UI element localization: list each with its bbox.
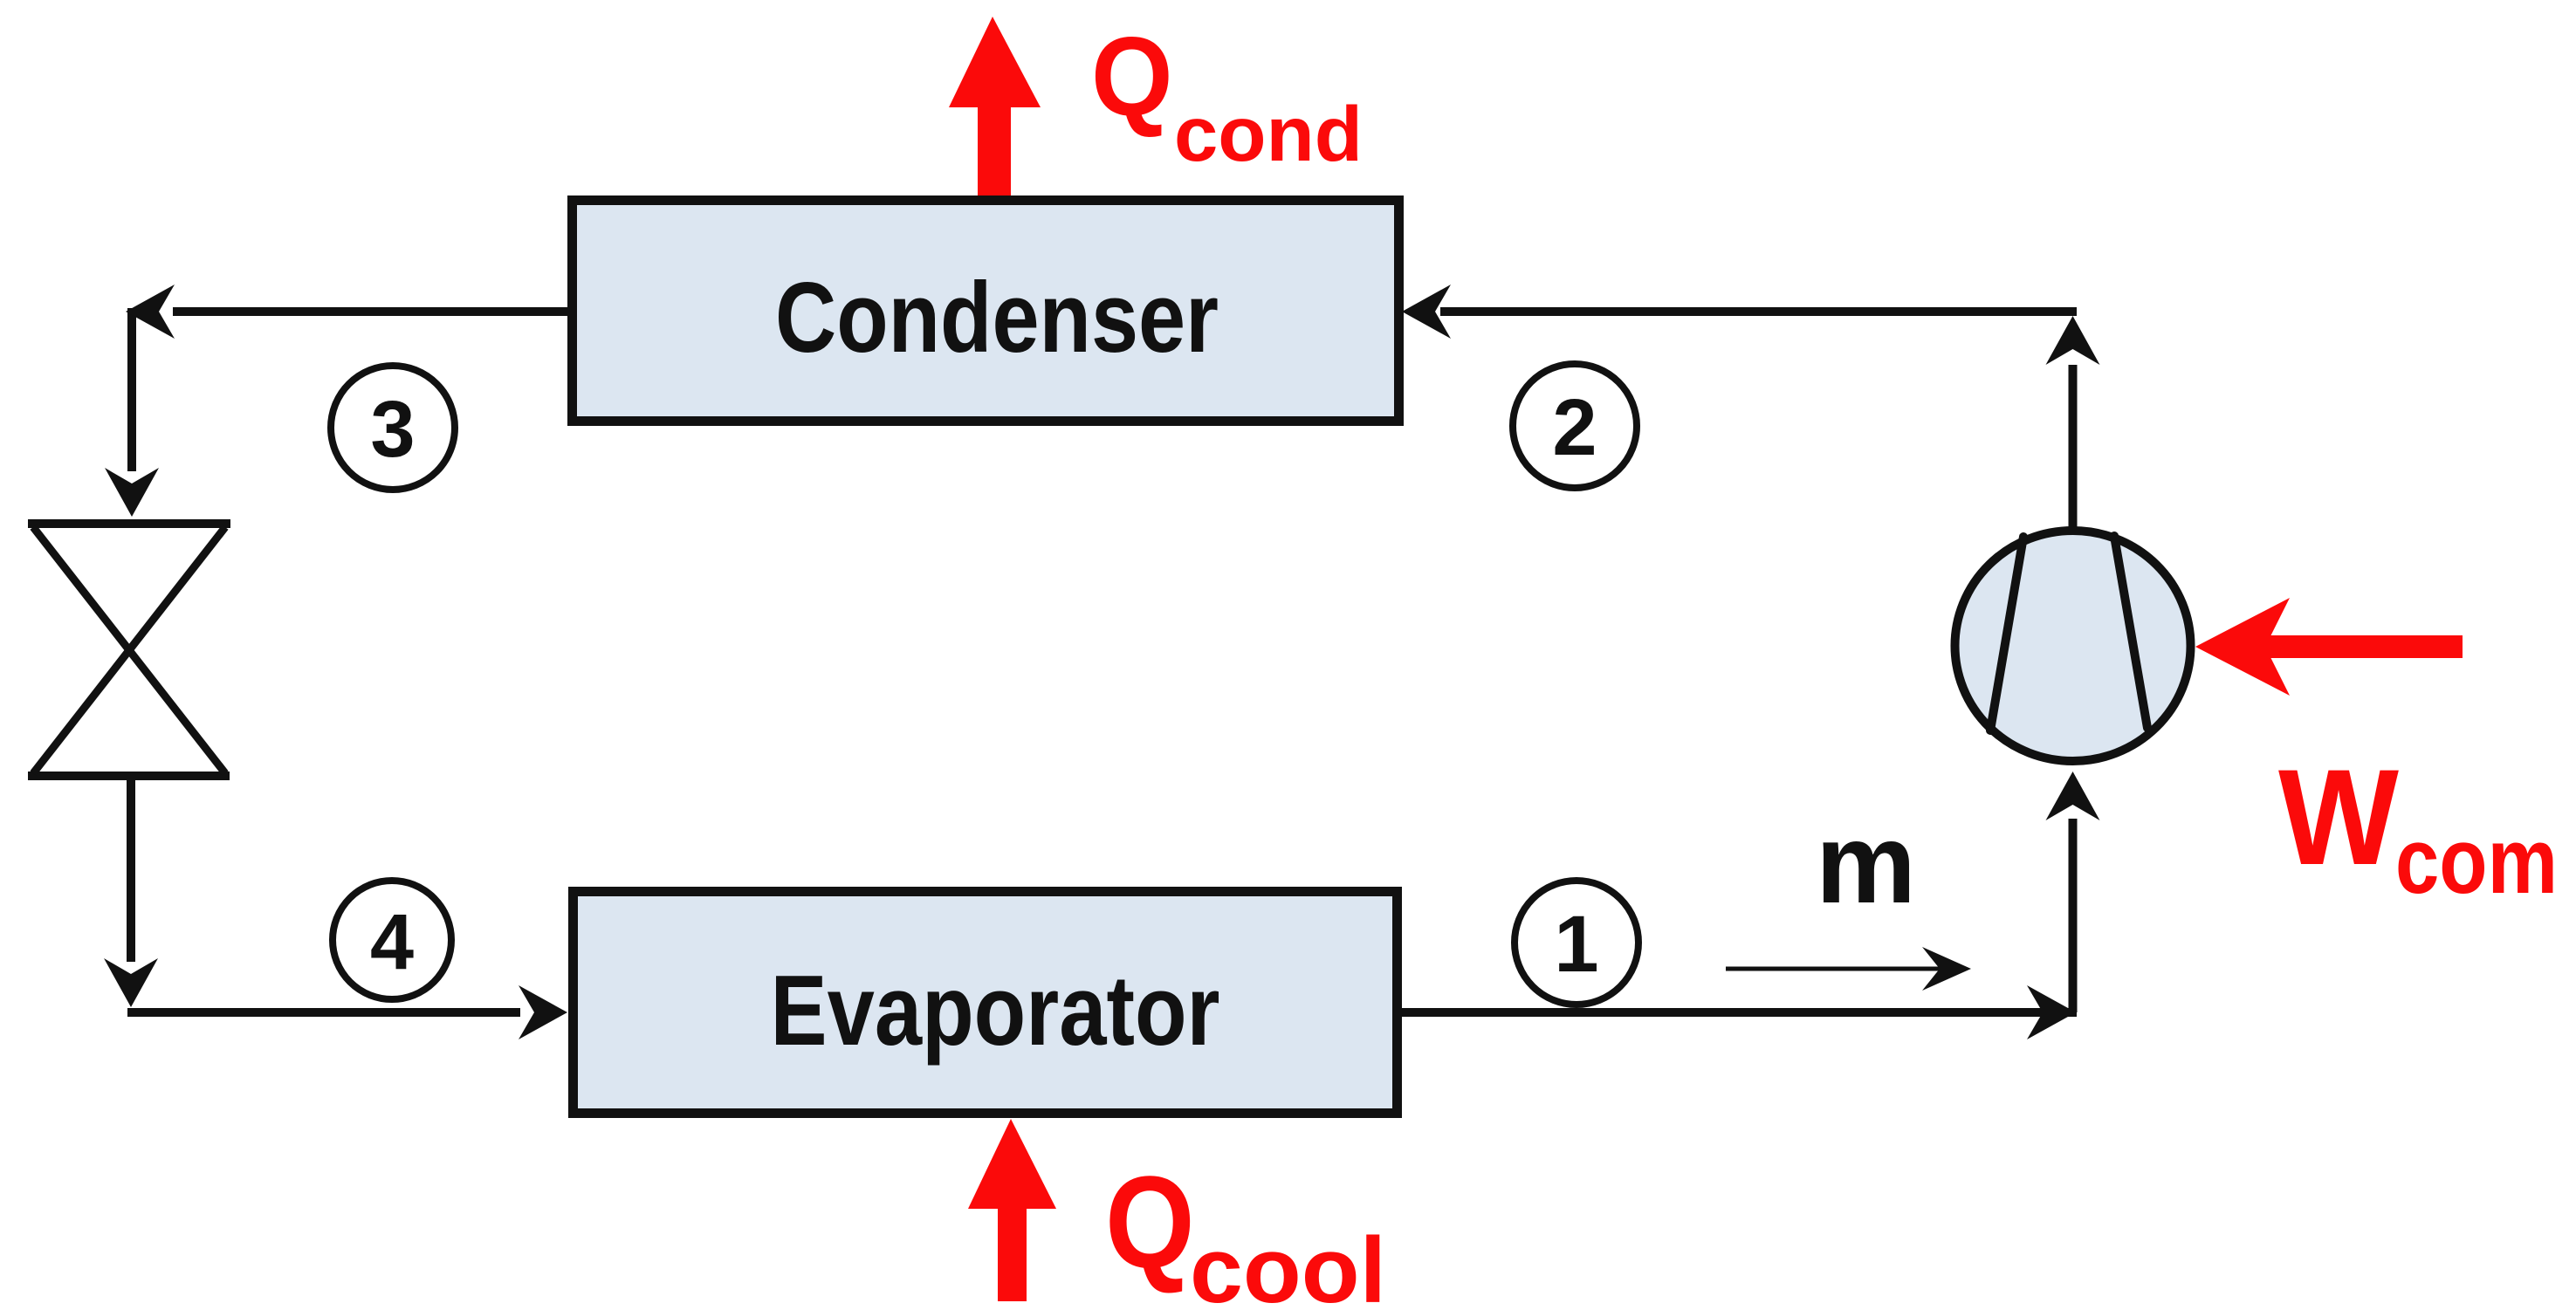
svg-text:Condenser: Condenser [775,263,1219,374]
svg-text:cool: cool [1190,1217,1386,1310]
svg-text:3: 3 [370,385,415,474]
svg-text:Q: Q [1105,1149,1195,1295]
svg-text:2: 2 [1552,383,1597,472]
svg-text:Q: Q [1091,16,1173,140]
svg-text:Evaporator: Evaporator [771,956,1220,1067]
svg-text:com: com [2395,808,2558,913]
svg-text:cond: cond [1174,90,1363,177]
svg-text:m: m [1816,799,1916,927]
svg-text:1: 1 [1554,900,1598,989]
svg-text:4: 4 [370,899,414,986]
svg-text:W: W [2278,742,2400,894]
